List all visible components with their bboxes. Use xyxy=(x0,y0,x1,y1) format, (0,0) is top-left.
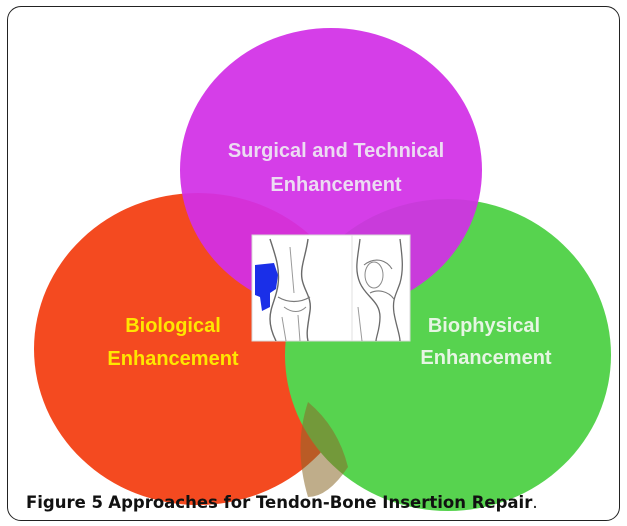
center-image xyxy=(252,235,410,341)
figure-number: Figure 5 xyxy=(26,493,103,512)
biological-label-line2: Enhancement xyxy=(107,348,238,370)
biophysical-label-line1: Biophysical xyxy=(428,315,540,337)
figure-title: Approaches for Tendon-Bone Insertion Rep… xyxy=(108,493,532,512)
surgical-label-line2: Enhancement xyxy=(270,174,401,196)
venn-diagram: Surgical and Technical Enhancement Biolo… xyxy=(8,7,620,521)
surgical-label-line1: Surgical and Technical xyxy=(228,140,444,162)
figure-title-period: . xyxy=(532,493,537,512)
biological-label-line1: Biological xyxy=(125,315,221,337)
figure-caption: Figure 5 Approaches for Tendon-Bone Inse… xyxy=(26,493,538,512)
figure-frame: Surgical and Technical Enhancement Biolo… xyxy=(7,6,620,521)
biophysical-label-line2: Enhancement xyxy=(420,347,551,369)
